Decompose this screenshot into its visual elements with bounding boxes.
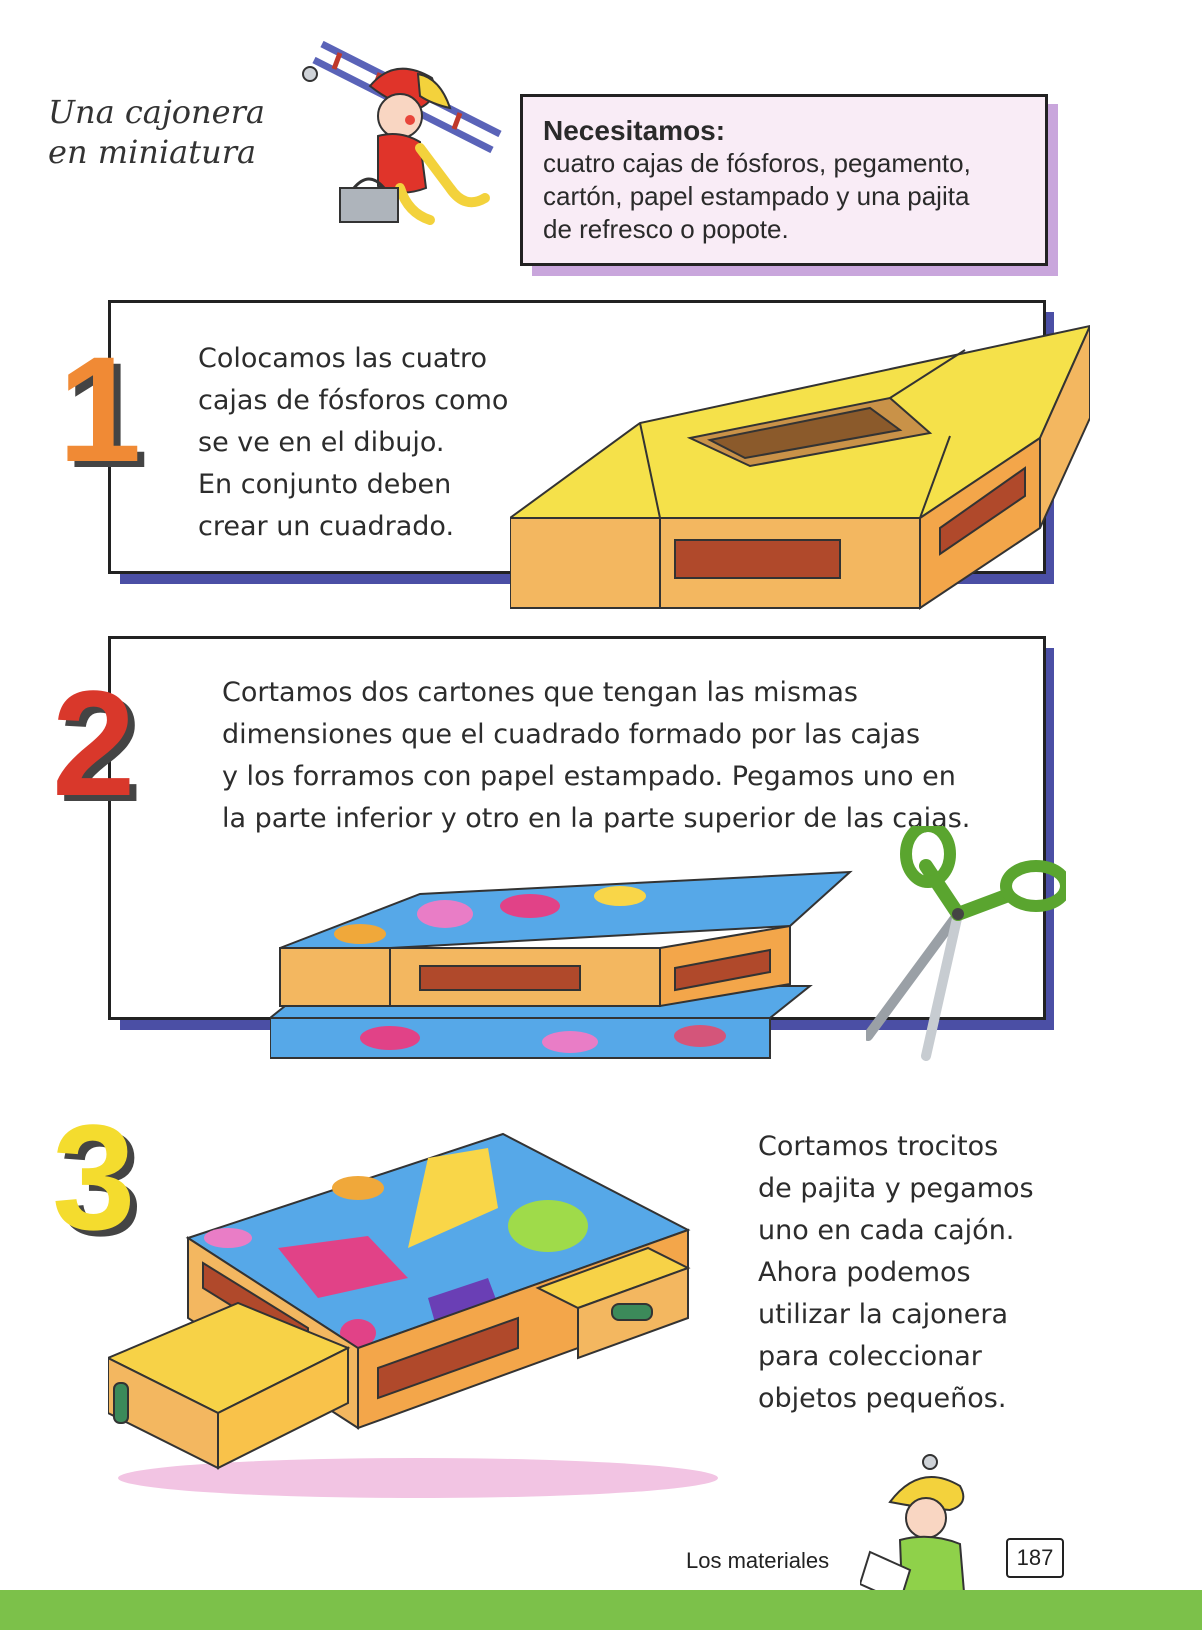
step-1-line-4: En conjunto deben xyxy=(198,469,452,500)
bottom-bar xyxy=(0,1590,1202,1630)
step-1-text: Colocamos las cuatro cajas de fósforos c… xyxy=(198,338,508,548)
step-2-line-2: dimensiones que el cuadrado formado por … xyxy=(222,719,921,750)
materials-line-2: cartón, papel estampado y una pajita xyxy=(543,181,970,211)
step-1-line-1: Colocamos las cuatro xyxy=(198,343,488,374)
materials-line-1: cuatro cajas de fósforos, pegamento, xyxy=(543,148,971,178)
step-3-text: Cortamos trocitos de pajita y pegamos un… xyxy=(758,1126,1034,1420)
scissors-icon xyxy=(866,826,1066,1061)
matchboxes-square-illustration xyxy=(510,324,1090,610)
step-3-line-3: uno en cada cajón. xyxy=(758,1215,1015,1246)
step-1-line-3: se ve en el dibujo. xyxy=(198,427,445,458)
step-1-line-5: crear un cuadrado. xyxy=(198,511,455,542)
step-1-line-2: cajas de fósforos como xyxy=(198,385,509,416)
footer-section-label: Los materiales xyxy=(686,1548,830,1573)
step-2-line-4: la parte inferior y otro en la parte sup… xyxy=(222,803,971,834)
step-2-number: 2 xyxy=(52,659,136,827)
step-3-line-6: para coleccionar xyxy=(758,1341,982,1372)
step-2-line-3: y los forramos con papel estampado. Pega… xyxy=(222,761,956,792)
step-3-line-1: Cortamos trocitos xyxy=(758,1131,999,1162)
step-3-line-2: de pajita y pegamos xyxy=(758,1173,1034,1204)
toolbox-icon xyxy=(339,177,399,223)
materials-box: Necesitamos: cuatro cajas de fósforos, p… xyxy=(520,94,1048,266)
finished-drawer-unit-illustration xyxy=(108,1132,718,1498)
step-3-number: 3 xyxy=(52,1093,136,1261)
page-title: Una cajonera en miniatura xyxy=(48,92,298,172)
step-3-line-4: Ahora podemos xyxy=(758,1257,971,1288)
elf-with-ladder-illustration xyxy=(302,40,502,225)
page-number: 187 xyxy=(1006,1538,1064,1578)
elf-reading-illustration xyxy=(860,1454,995,1620)
covered-boxes-illustration xyxy=(270,870,853,1059)
title-line-1: Una cajonera xyxy=(48,93,265,131)
step-2-line-1: Cortamos dos cartones que tengan las mis… xyxy=(222,677,858,708)
step-3-line-5: utilizar la cajonera xyxy=(758,1299,1009,1330)
step-1-number: 1 xyxy=(58,325,142,493)
materials-line-3: de refresco o popote. xyxy=(543,214,789,244)
title-line-2: en miniatura xyxy=(48,133,257,171)
materials-heading: Necesitamos: xyxy=(543,115,726,146)
step-3-line-7: objetos pequeños. xyxy=(758,1383,1007,1414)
step-2-text: Cortamos dos cartones que tengan las mis… xyxy=(222,672,970,840)
